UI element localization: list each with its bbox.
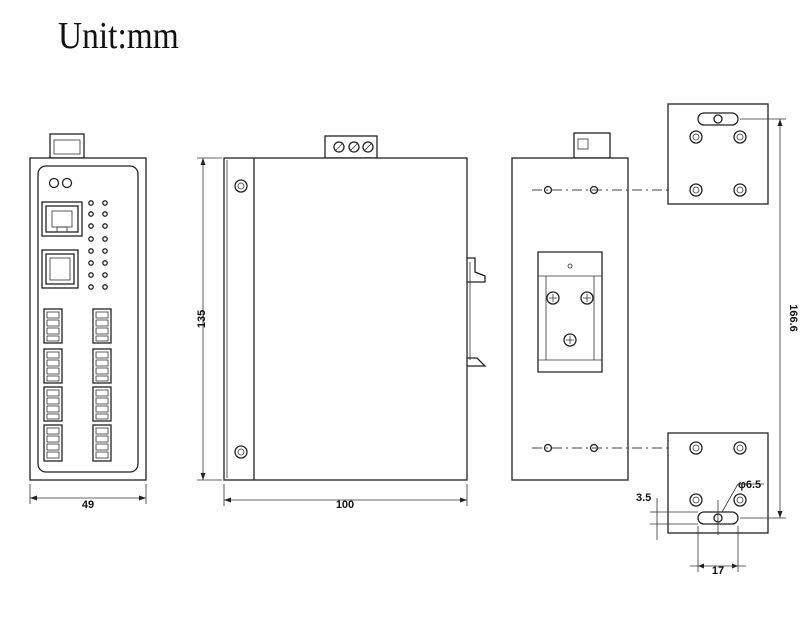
rj45-port [41, 249, 79, 289]
dim-label-17: 17 [712, 565, 724, 577]
dimension-side-height: 135 [196, 157, 222, 481]
dimension-hole-spacing: 17 [690, 526, 746, 577]
front-panel [37, 165, 139, 473]
front-view: 49 [29, 133, 147, 511]
rj45-port [41, 201, 83, 237]
dim-label-phi-6-5: φ6.5 [738, 479, 761, 491]
back-top-connector [573, 132, 611, 159]
side-housing [223, 157, 468, 481]
back-housing [511, 157, 629, 481]
unit-title: Unit:mm [58, 15, 179, 57]
terminal-blocks [43, 308, 112, 462]
din-rail-bracket [537, 251, 603, 373]
led-indicator [61, 177, 73, 189]
front-housing [29, 157, 147, 481]
back-view [511, 132, 712, 481]
status-led-grid [88, 200, 108, 290]
dimension-front-width: 49 [29, 484, 147, 511]
dim-label-100: 100 [336, 499, 354, 511]
din-clip [467, 257, 486, 283]
mount-bracket-bottom [667, 432, 769, 535]
side-top-terminal [324, 135, 378, 159]
dim-label-49: 49 [82, 499, 94, 511]
mount-bracket-top [667, 103, 769, 205]
dim-label-135: 135 [196, 310, 208, 328]
dim-label-3-5: 3.5 [636, 492, 651, 504]
side-view: 135 100 [196, 135, 487, 511]
dimension-hole-diameter: φ6.5 [721, 479, 764, 513]
dimension-side-width: 100 [223, 484, 468, 511]
dimension-hole-offset: 3.5 [636, 492, 698, 540]
led-indicator [48, 177, 60, 189]
dim-label-166-6: 166.6 [787, 304, 799, 332]
dimension-mount-height: 166.6 [740, 118, 799, 519]
